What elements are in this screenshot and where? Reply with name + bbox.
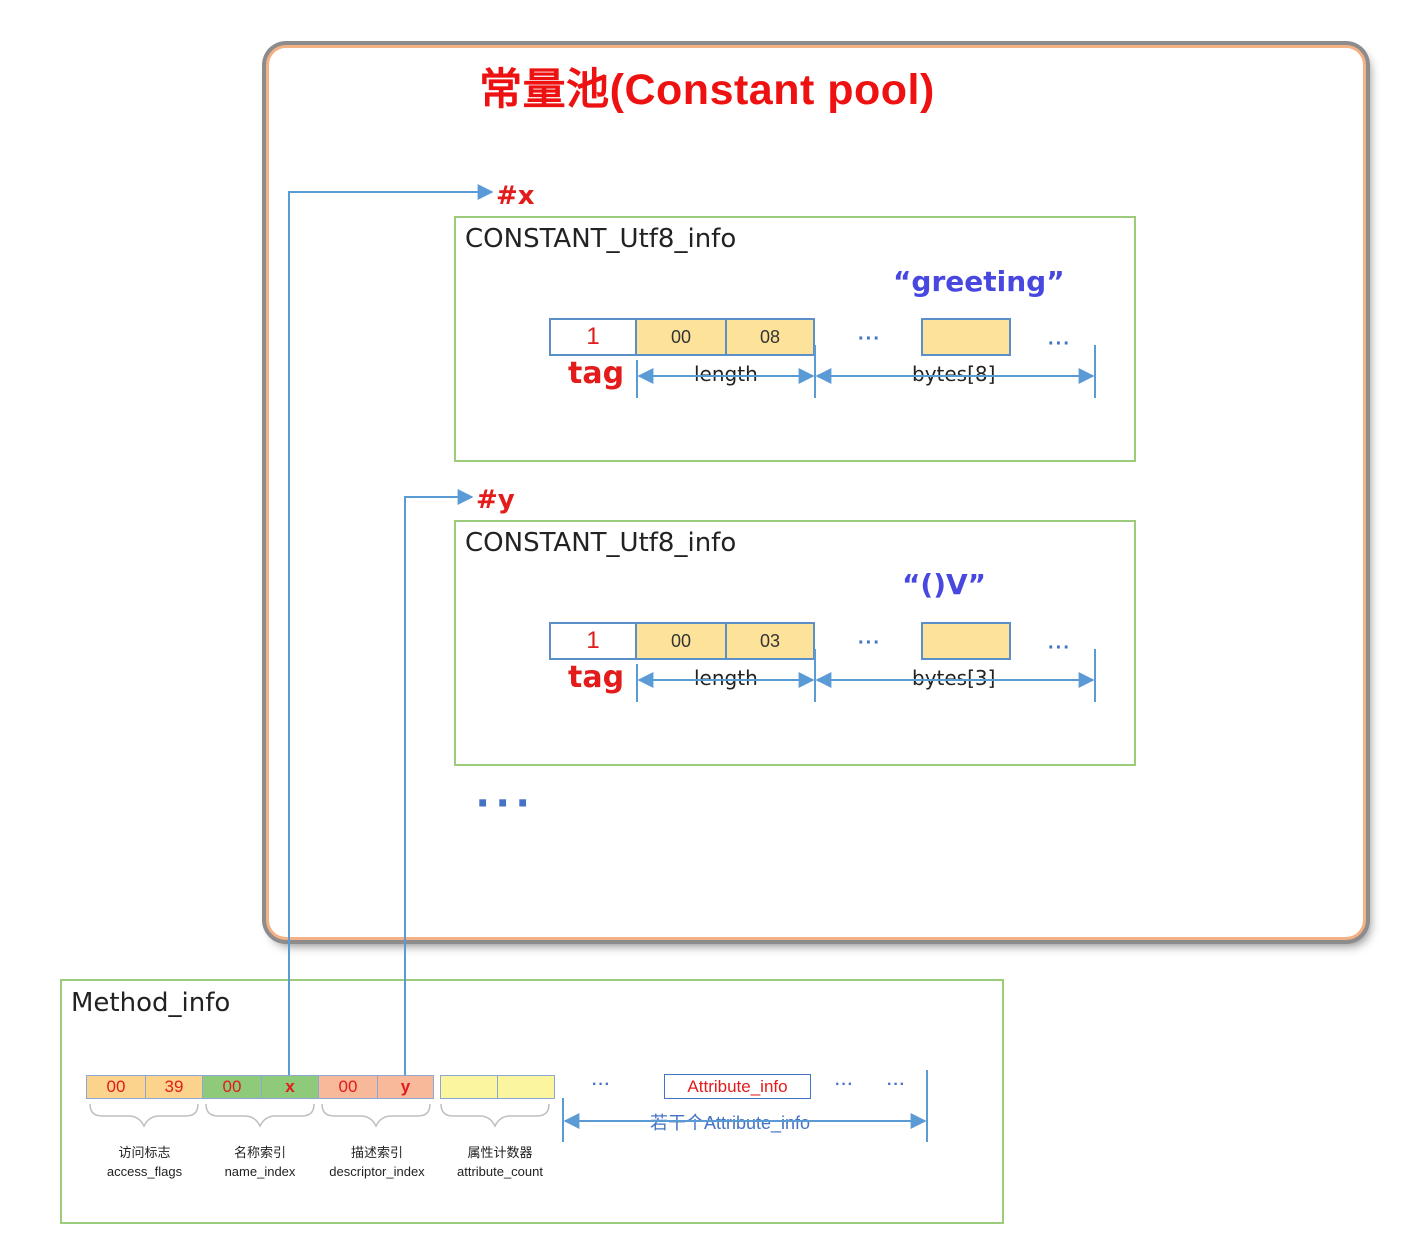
- descriptor-index-label: 描述索引 descriptor_index: [312, 1143, 442, 1181]
- attribute-count-byte-2: [497, 1075, 555, 1099]
- method-info-box: [60, 979, 1004, 1224]
- attribute-info-box: Attribute_info: [664, 1074, 811, 1099]
- entry-1-string-value: “greeting”: [893, 265, 1065, 298]
- access-flags-label-en: access_flags: [106, 1164, 183, 1179]
- descriptor-index-label-zh: 描述索引: [350, 1145, 403, 1160]
- name-index-byte-2: x: [261, 1075, 319, 1099]
- attribute-count-brace: [440, 1103, 550, 1128]
- entry-1-bytes-cell: [921, 318, 1011, 356]
- method-ellipsis-1: ···: [592, 1076, 611, 1093]
- ref-y-label: #y: [476, 485, 515, 515]
- entry-2-ellipsis-right: ···: [1048, 637, 1071, 659]
- attribute-count-label-zh: 属性计数器: [467, 1145, 533, 1160]
- entry-1-tag-label: tag: [568, 356, 625, 391]
- descriptor-index-label-en: descriptor_index: [329, 1164, 425, 1179]
- entry-1-ellipsis-left: ···: [858, 328, 881, 350]
- access-flags-label: 访问标志 access_flags: [86, 1143, 203, 1181]
- entry-2-bytes-cell: [921, 622, 1011, 660]
- ref-x-arrow: [288, 184, 494, 1075]
- constant-pool-panel: [266, 45, 1366, 940]
- constant-pool-title: 常量池(Constant pool): [479, 66, 935, 114]
- attribute-count-label-en: attribute_count: [456, 1164, 543, 1179]
- ref-y-arrow: [404, 489, 474, 1075]
- name-index-label-zh: 名称索引: [233, 1145, 286, 1160]
- descriptor-index-byte-1: 00: [318, 1075, 378, 1099]
- entry-2-tag-cell: 1: [549, 622, 637, 660]
- entry-1-type-label: CONSTANT_Utf8_info: [465, 224, 737, 254]
- entry-2-length-byte-2: 03: [725, 622, 815, 660]
- name-index-brace: [205, 1103, 315, 1128]
- name-index-label: 名称索引 name_index: [200, 1143, 320, 1181]
- entry-2-tag-label: tag: [568, 660, 625, 695]
- descriptor-index-brace: [321, 1103, 431, 1128]
- constant-utf8-entry-2: [454, 520, 1136, 766]
- entry-1-length-byte-1: 00: [635, 318, 727, 356]
- entry-2-type-label: CONSTANT_Utf8_info: [465, 528, 737, 558]
- method-ellipsis-2: ···: [835, 1076, 854, 1093]
- access-flags-brace: [89, 1103, 199, 1128]
- entry-1-ellipsis-right: ···: [1048, 333, 1071, 355]
- access-flags-byte-2: 39: [145, 1075, 203, 1099]
- method-ellipsis-3: ···: [887, 1076, 906, 1093]
- name-index-byte-1: 00: [202, 1075, 262, 1099]
- constant-utf8-entry-1: [454, 216, 1136, 462]
- entry-2-ellipsis-left: ···: [858, 632, 881, 654]
- descriptor-index-byte-2: y: [377, 1075, 434, 1099]
- entry-2-length-byte-1: 00: [635, 622, 727, 660]
- attribute-count-byte-1: [440, 1075, 498, 1099]
- more-entries-ellipsis: ···: [476, 777, 536, 830]
- attribute-count-label: 属性计数器 attribute_count: [440, 1143, 560, 1181]
- entry-1-length-byte-2: 08: [725, 318, 815, 356]
- entry-2-string-value: “()V”: [902, 568, 987, 601]
- ref-x-label: #x: [496, 181, 535, 211]
- name-index-label-en: name_index: [224, 1164, 296, 1179]
- access-flags-label-zh: 访问标志: [118, 1145, 171, 1160]
- access-flags-byte-1: 00: [86, 1075, 146, 1099]
- method-info-title: Method_info: [71, 988, 231, 1018]
